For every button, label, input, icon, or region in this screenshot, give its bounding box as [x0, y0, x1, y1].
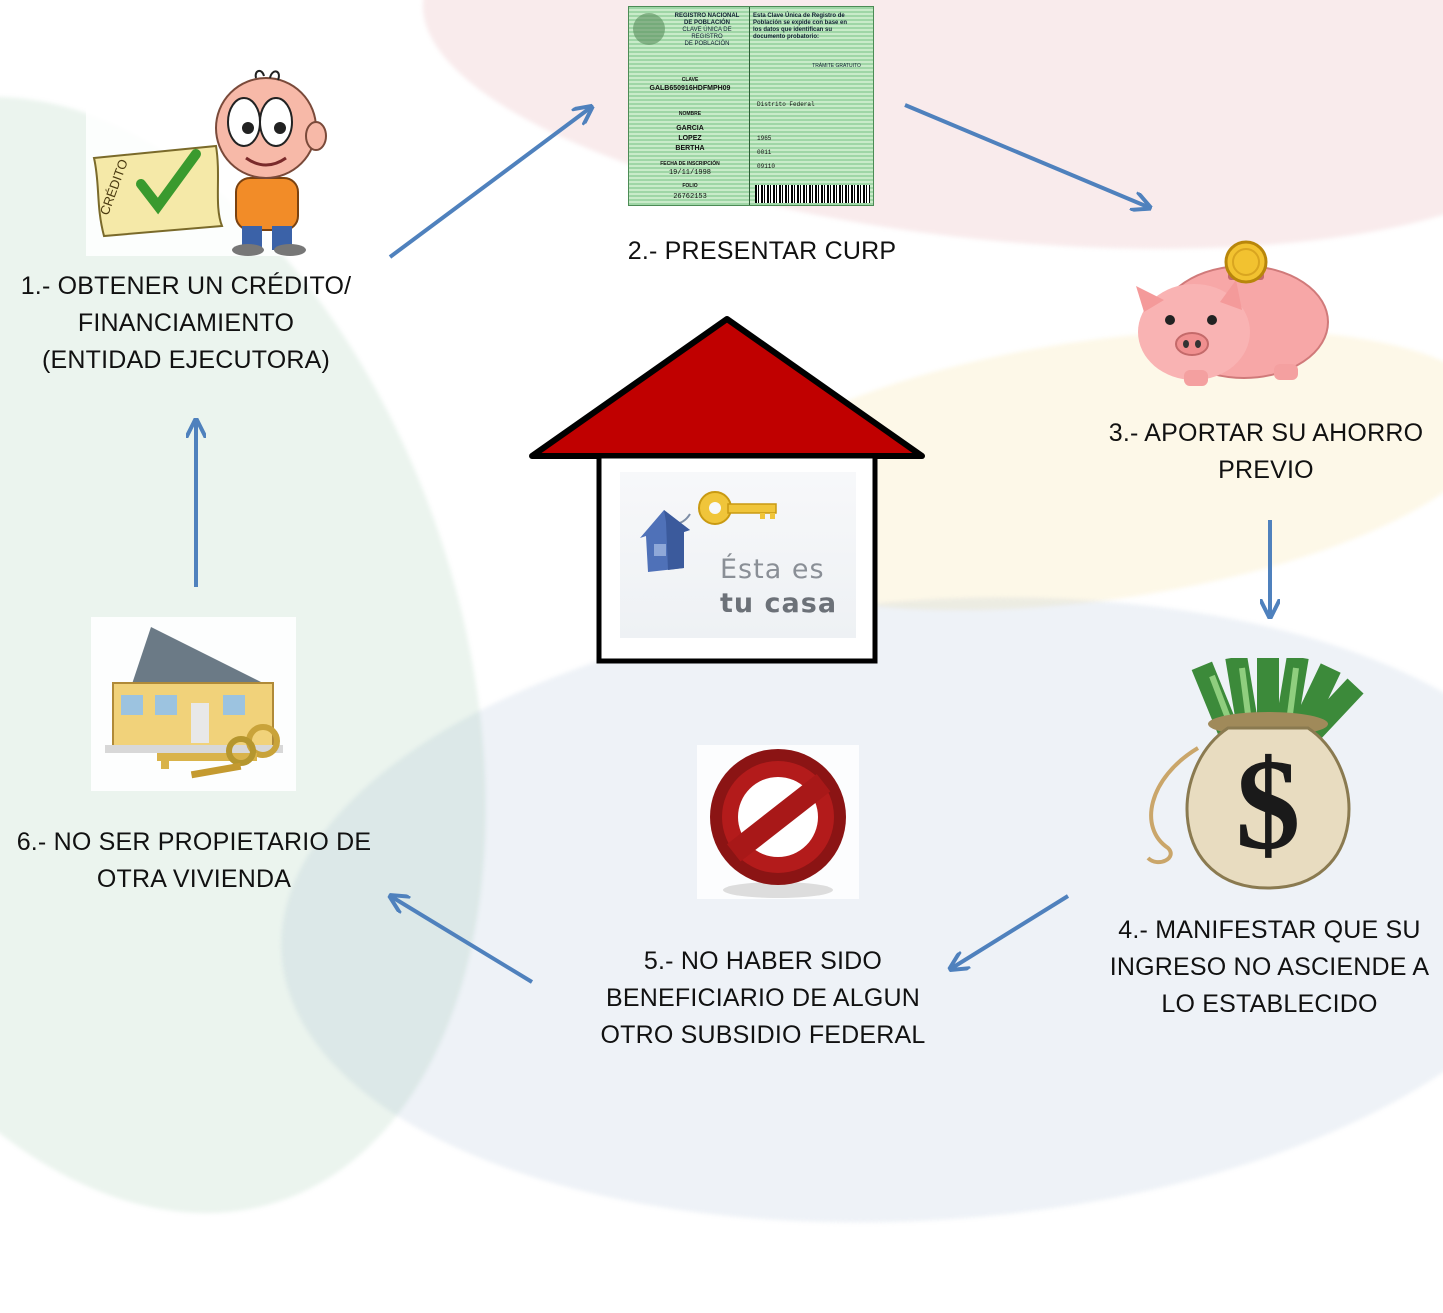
arrow-step5-to-step6 — [392, 897, 534, 984]
arrow-step1-to-step2 — [388, 108, 590, 259]
svg-text:$: $ — [1236, 733, 1301, 877]
step-1-label: 1.- OBTENER UN CRÉDITO/ FINANCIAMIENTO (… — [0, 268, 372, 379]
barcode-icon — [755, 185, 870, 203]
step-1-line: FINANCIAMIENTO — [77, 309, 295, 337]
house-key-logo-icon — [640, 491, 777, 572]
curp-card-icon: REGISTRO NACIONAL DE POBLACIÓN CLAVE ÚNI… — [628, 6, 874, 206]
prohibited-icon — [697, 745, 859, 899]
esta-es-tu-casa-logo: Ésta es tu casa — [620, 472, 856, 638]
nombre-line: GARCIA — [676, 125, 704, 132]
coat-of-arms-icon — [633, 13, 665, 45]
house-keys-icon — [91, 617, 296, 791]
card-header-left: REGISTRO NACIONAL DE POBLACIÓN CLAVE ÚNI… — [667, 13, 747, 48]
step-5-line: BENEFICIARIO DE ALGUN — [606, 984, 920, 1012]
logo-line2: tu casa — [720, 588, 838, 619]
step-1-line: 1.- OBTENER UN CRÉDITO/ — [20, 272, 352, 300]
step-2-label: 2.- PRESENTAR CURP — [580, 233, 944, 270]
credit-approval-icon: CRÉDITO — [86, 66, 334, 256]
piggy-bank-icon — [1136, 240, 1329, 386]
step-6-line: 6.- NO SER PROPIETARIO DE — [16, 828, 372, 856]
header-right-line: Población se expide con base en — [753, 20, 848, 26]
arrow-step2-to-step3 — [904, 103, 1148, 207]
clave-value: GALB650916HDFMPH09 — [649, 85, 731, 92]
right-value: 1965 — [757, 135, 772, 142]
tramite-label: TRÁMITE GRATUITO — [812, 63, 861, 69]
money-bag-icon: $ — [1146, 658, 1364, 890]
header-left-line: DE POBLACIÓN — [684, 41, 730, 47]
fecha-value: 19/11/1998 — [668, 169, 711, 177]
header-right-line: los datos que identifican su — [753, 27, 833, 33]
folio-label: FOLIO — [682, 183, 698, 189]
header-left-line: DE POBLACIÓN — [683, 20, 730, 26]
header-left-line: REGISTRO NACIONAL — [674, 13, 740, 19]
step-5-label: 5.- NO HABER SIDO BENEFICIARIO DE ALGUN … — [580, 943, 946, 1054]
step-3-line: PREVIO — [1218, 456, 1314, 484]
step-2-line: 2.- PRESENTAR CURP — [627, 237, 897, 265]
card-header-right: Esta Clave Única de Registro de Població… — [753, 13, 871, 41]
step-1-line: (ENTIDAD EJECUTORA) — [41, 346, 331, 374]
nombre-line: LOPEZ — [678, 135, 702, 142]
folio-value: 26762153 — [673, 193, 707, 201]
clave-label: CLAVE — [681, 77, 699, 83]
arrow-step4-to-step5 — [952, 894, 1070, 968]
step-4-line: LO ESTABLECIDO — [1161, 990, 1378, 1018]
step-6-line: OTRA VIVIENDA — [96, 865, 292, 893]
step-4-line: INGRESO NO ASCIENDE A — [1109, 953, 1430, 981]
header-left-line: CLAVE ÚNICA DE REGISTRO — [682, 27, 732, 40]
step-5-line: OTRO SUBSIDIO FEDERAL — [600, 1021, 926, 1049]
step-6-label: 6.- NO SER PROPIETARIO DE OTRA VIVIENDA — [0, 824, 388, 898]
right-value: Distrito Federal — [757, 101, 815, 108]
nombre-line: BERTHA — [675, 145, 705, 152]
card-divider — [749, 7, 750, 205]
step-4-label: 4.- MANIFESTAR QUE SU INGRESO NO ASCIEND… — [1096, 912, 1443, 1023]
step-3-line: 3.- APORTAR SU AHORRO — [1108, 419, 1424, 447]
right-value: 09110 — [757, 163, 776, 170]
fecha-label: FECHA DE INSCRIPCIÓN — [660, 161, 720, 167]
header-right-line: documento probatorio: — [753, 34, 819, 40]
flow-arrows — [0, 0, 1443, 984]
right-value: 0011 — [757, 149, 772, 156]
step-5-line: 5.- NO HABER SIDO — [643, 947, 883, 975]
nombre-label: NOMBRE — [678, 111, 702, 117]
step-3-label: 3.- APORTAR SU AHORRO PREVIO — [1096, 415, 1436, 489]
step-4-line: 4.- MANIFESTAR QUE SU — [1118, 916, 1421, 944]
logo-line1: Ésta es — [720, 554, 825, 585]
header-right-line: Esta Clave Única de Registro de — [753, 13, 845, 19]
